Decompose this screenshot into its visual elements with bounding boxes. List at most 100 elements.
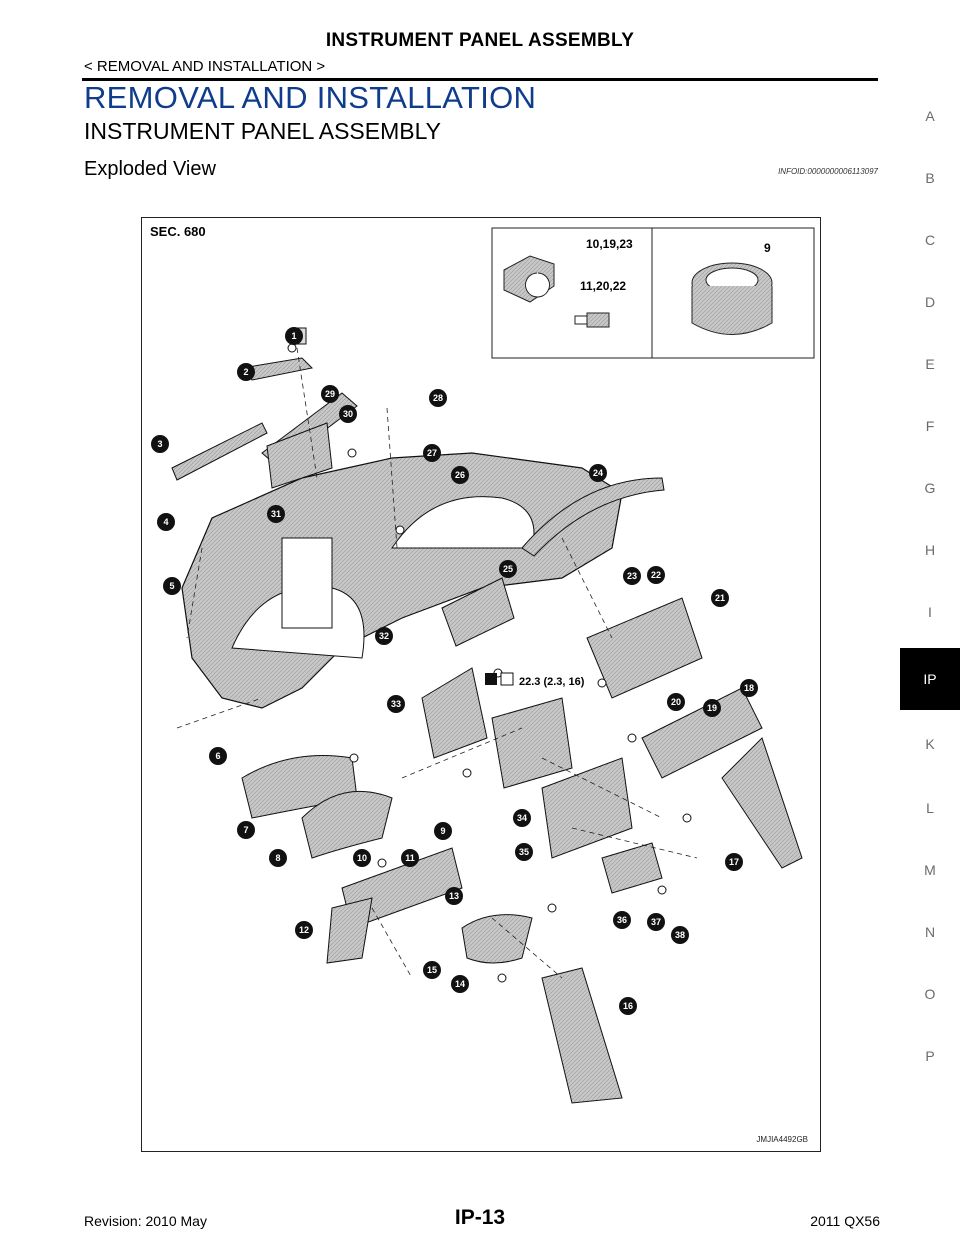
callout-32 bbox=[375, 627, 393, 645]
callout-33 bbox=[387, 695, 405, 713]
callout-label-23: 23 bbox=[627, 571, 637, 581]
callout-label-6: 6 bbox=[215, 751, 220, 761]
section-tab-o[interactable]: O bbox=[924, 986, 936, 1002]
callout-29 bbox=[321, 385, 339, 403]
callout-label-21: 21 bbox=[715, 593, 725, 603]
inset-callout-2: 9 bbox=[764, 241, 771, 255]
callout-21 bbox=[711, 589, 729, 607]
section-label: SEC. 680 bbox=[150, 224, 206, 239]
section-tab-k[interactable]: K bbox=[925, 736, 935, 752]
callout-6 bbox=[209, 747, 227, 765]
section-tab-n[interactable]: N bbox=[924, 924, 936, 940]
callout-label-19: 19 bbox=[707, 703, 717, 713]
callout-36 bbox=[613, 911, 631, 929]
section-tab-m[interactable]: M bbox=[924, 862, 936, 878]
inset-callout-0: 10,19,23 bbox=[586, 237, 633, 251]
callout-label-13: 13 bbox=[449, 891, 459, 901]
callout-2 bbox=[237, 363, 255, 381]
callout-label-5: 5 bbox=[169, 581, 174, 591]
torque-wrench-icon bbox=[500, 672, 514, 686]
section-tab-d[interactable]: D bbox=[924, 294, 936, 310]
section-tab-p[interactable]: P bbox=[925, 1048, 935, 1064]
callout-label-38: 38 bbox=[675, 930, 685, 940]
callout-24 bbox=[589, 464, 607, 482]
callout-label-10: 10 bbox=[357, 853, 367, 863]
inset-box bbox=[491, 227, 815, 359]
callout-label-9: 9 bbox=[440, 826, 445, 836]
callout-label-31: 31 bbox=[271, 509, 281, 519]
callout-7 bbox=[237, 821, 255, 839]
callout-label-3: 3 bbox=[157, 439, 162, 449]
callout-23 bbox=[623, 567, 641, 585]
callout-13 bbox=[445, 887, 463, 905]
section-tab-i[interactable]: I bbox=[928, 604, 932, 620]
callout-16 bbox=[619, 997, 637, 1015]
info-id: INFOID:0000000006113097 bbox=[778, 167, 878, 176]
section-tab-e[interactable]: E bbox=[925, 356, 935, 372]
callout-1 bbox=[285, 327, 303, 345]
section-tab-l[interactable]: L bbox=[926, 800, 934, 816]
callout-19 bbox=[703, 699, 721, 717]
callout-label-35: 35 bbox=[519, 847, 529, 857]
callout-label-7: 7 bbox=[243, 825, 248, 835]
section-tab-f[interactable]: F bbox=[925, 418, 935, 434]
callout-label-8: 8 bbox=[275, 853, 280, 863]
callout-5 bbox=[163, 577, 181, 595]
callout-22 bbox=[647, 566, 665, 584]
callout-label-22: 22 bbox=[651, 570, 661, 580]
callout-3 bbox=[151, 435, 169, 453]
callout-34 bbox=[513, 809, 531, 827]
callout-label-32: 32 bbox=[379, 631, 389, 641]
callout-label-27: 27 bbox=[427, 448, 437, 458]
page-header-title: INSTRUMENT PANEL ASSEMBLY bbox=[325, 30, 635, 51]
callout-31 bbox=[267, 505, 285, 523]
callout-label-2: 2 bbox=[243, 367, 248, 377]
callout-17 bbox=[725, 853, 743, 871]
callout-label-30: 30 bbox=[343, 409, 353, 419]
section-tab-strip: A B C D E F G H I IP K L M N O P bbox=[900, 90, 960, 1220]
callout-15 bbox=[423, 961, 441, 979]
callout-26 bbox=[451, 466, 469, 484]
section-tab-g[interactable]: G bbox=[924, 480, 936, 496]
callout-10 bbox=[353, 849, 371, 867]
callout-label-11: 11 bbox=[405, 853, 415, 863]
callout-4 bbox=[157, 513, 175, 531]
section-tab-ip[interactable]: IP bbox=[900, 648, 960, 710]
callout-28 bbox=[429, 389, 447, 407]
exploded-view-heading: Exploded View bbox=[84, 158, 216, 180]
callout-label-36: 36 bbox=[617, 915, 627, 925]
callout-9 bbox=[434, 822, 452, 840]
callout-label-26: 26 bbox=[455, 470, 465, 480]
callout-label-15: 15 bbox=[427, 965, 437, 975]
callout-label-16: 16 bbox=[623, 1001, 633, 1011]
callout-25 bbox=[499, 560, 517, 578]
inset-callout-1: 11,20,22 bbox=[580, 279, 626, 293]
section-tab-c[interactable]: C bbox=[924, 232, 936, 248]
section-tab-h[interactable]: H bbox=[924, 542, 936, 558]
callout-label-25: 25 bbox=[503, 564, 513, 574]
callout-18 bbox=[740, 679, 758, 697]
callout-label-18: 18 bbox=[744, 683, 754, 693]
callout-label-12: 12 bbox=[299, 925, 309, 935]
callout-14 bbox=[451, 975, 469, 993]
subsection-title: INSTRUMENT PANEL ASSEMBLY bbox=[84, 118, 442, 144]
callout-20 bbox=[667, 693, 685, 711]
callout-label-24: 24 bbox=[593, 468, 603, 478]
section-tab-b[interactable]: B bbox=[925, 170, 935, 186]
callout-label-20: 20 bbox=[671, 697, 681, 707]
torque-bolt-icon bbox=[485, 673, 497, 685]
callout-label-4: 4 bbox=[163, 517, 168, 527]
callout-12 bbox=[295, 921, 313, 939]
callout-37 bbox=[647, 913, 665, 931]
page-number: IP-13 bbox=[454, 1206, 506, 1229]
callout-label-28: 28 bbox=[433, 393, 443, 403]
section-title: REMOVAL AND INSTALLATION bbox=[84, 80, 537, 115]
callout-label-1: 1 bbox=[291, 331, 296, 341]
callout-label-14: 14 bbox=[455, 979, 465, 989]
callout-label-17: 17 bbox=[729, 857, 739, 867]
section-tab-a[interactable]: A bbox=[925, 108, 935, 124]
callout-11 bbox=[401, 849, 419, 867]
callout-8 bbox=[269, 849, 287, 867]
